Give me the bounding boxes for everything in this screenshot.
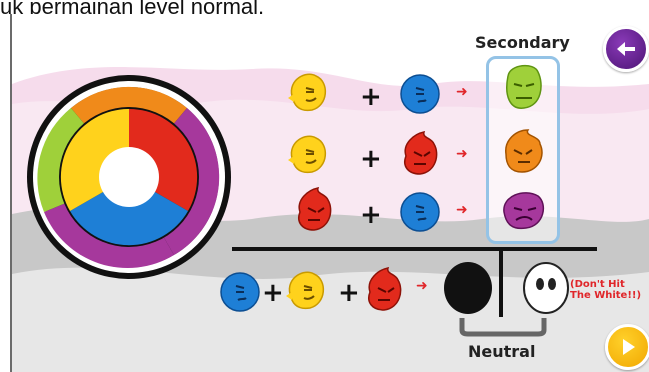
white-blob-icon [523, 262, 569, 314]
red-blob-icon [298, 187, 332, 231]
back-button[interactable] [603, 26, 649, 72]
red-blob-icon [368, 267, 402, 311]
purple-blob-icon [503, 192, 545, 230]
result-arrow-icon: ➜ [456, 146, 468, 162]
divider-line [232, 247, 597, 251]
black-blob-icon [444, 262, 492, 314]
result-arrow-icon: ➜ [416, 278, 428, 294]
game-stage: Secondary + ➜ + ➜ [12, 14, 649, 372]
play-icon [623, 339, 635, 355]
arrow-left-icon [617, 42, 635, 56]
warning-line-2: The White!!) [570, 290, 642, 301]
wheel-blue-segment [70, 177, 188, 246]
yellow-blob-icon [288, 135, 326, 174]
result-arrow-icon: ➜ [456, 84, 468, 100]
green-blob-icon [506, 64, 542, 109]
neutral-title: Neutral [468, 342, 536, 361]
red-blob-icon [404, 131, 438, 175]
blue-blob-icon [400, 74, 440, 114]
next-button[interactable] [605, 324, 649, 370]
blue-blob-icon [220, 272, 260, 312]
color-wheel [27, 75, 231, 279]
plus-operator: + [262, 278, 284, 308]
neutral-divider [499, 247, 503, 317]
plus-operator: + [338, 278, 360, 308]
warning-line-1: (Don't Hit [570, 279, 625, 290]
top-caption: uk permainan level normal. [0, 0, 265, 18]
yellow-blob-icon [286, 271, 324, 310]
secondary-title: Secondary [475, 33, 570, 52]
plus-operator: + [360, 82, 382, 112]
result-arrow-icon: ➜ [456, 202, 468, 218]
frame-edge [10, 14, 12, 372]
orange-blob-icon [505, 129, 543, 173]
neutral-bracket [459, 318, 547, 337]
plus-operator: + [360, 200, 382, 230]
plus-operator: + [360, 144, 382, 174]
yellow-blob-icon [288, 73, 326, 112]
blue-blob-icon [400, 192, 440, 232]
warning-text: (Don't Hit The White!!) [570, 279, 649, 301]
